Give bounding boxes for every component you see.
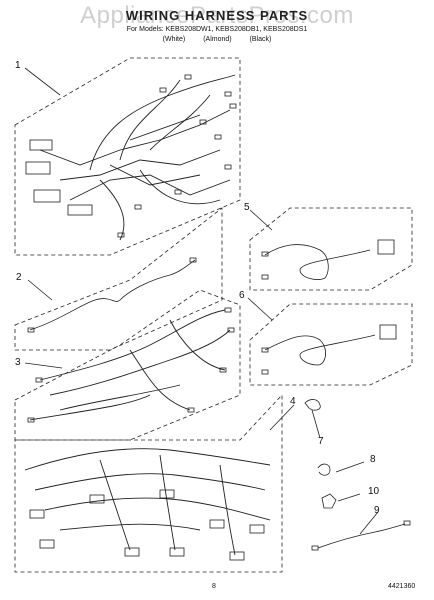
callout-8: 8 — [370, 454, 376, 465]
model-numbers: For Models: KEBS208DW1, KEBS208DB1, KEBS… — [126, 26, 308, 33]
callout-6: 6 — [239, 290, 245, 301]
harness-1 — [39, 74, 236, 241]
leader-7 — [311, 409, 321, 439]
leader-1 — [24, 67, 61, 96]
harness-3-boundary — [14, 289, 241, 441]
leader-3 — [24, 362, 63, 369]
harness-3 — [29, 309, 231, 421]
part-7-clip — [304, 399, 321, 411]
leader-4 — [269, 404, 295, 431]
harness-2-boundary — [14, 207, 223, 351]
part-9-wire — [317, 523, 406, 549]
color-almond: (Almond) — [203, 36, 232, 43]
callout-7: 7 — [318, 436, 324, 447]
callout-9: 9 — [374, 505, 380, 516]
harness-5-plug — [377, 239, 395, 255]
part-8-ring — [317, 463, 331, 476]
callout-2: 2 — [16, 272, 22, 283]
page-number: 8 — [212, 583, 216, 590]
harness-2 — [29, 259, 196, 331]
harness-1-terminals — [117, 74, 237, 238]
diagram-title: WIRING HARNESS PARTS — [125, 8, 309, 23]
harness-3-terminals — [27, 307, 235, 423]
harness-5 — [264, 244, 371, 280]
callout-4: 4 — [290, 396, 296, 407]
leader-6 — [247, 297, 273, 321]
document-number: 4421360 — [388, 583, 416, 590]
harness-4-boundary — [14, 393, 283, 573]
harness-4-connectors — [29, 489, 265, 561]
callout-10: 10 — [368, 486, 380, 497]
harness-1-boundary — [14, 57, 241, 256]
leader-5 — [249, 209, 273, 231]
leader-8 — [335, 461, 365, 473]
harness-5-boundary — [249, 207, 413, 291]
callout-5: 5 — [244, 202, 250, 213]
leader-2 — [27, 279, 53, 301]
watermark-text: AppliancePartsPros.com — [80, 2, 354, 29]
callout-1: 1 — [15, 60, 21, 71]
model-colors: (White) (Almond) (Black) — [0, 36, 434, 43]
color-white: (White) — [162, 36, 186, 43]
harness-4 — [24, 448, 271, 556]
part-10-nut — [321, 493, 337, 509]
harness-6-plug — [379, 324, 397, 340]
harness-6 — [264, 334, 376, 366]
color-black: (Black) — [249, 36, 272, 43]
callout-3: 3 — [15, 357, 21, 368]
leader-9 — [359, 511, 379, 535]
leader-10 — [337, 493, 361, 502]
